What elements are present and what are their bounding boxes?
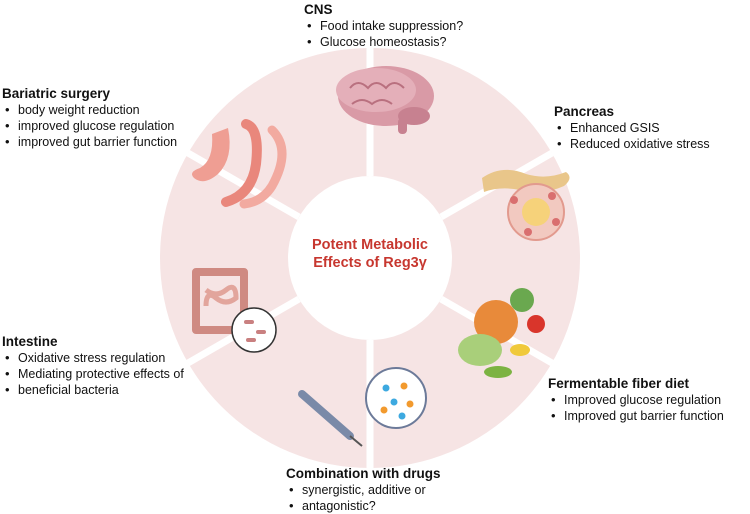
fiber-diet-panel: Fermentable fiber diet Improved glucose …	[548, 376, 724, 424]
brain-icon	[336, 66, 434, 134]
list-item: Improved glucose regulation	[548, 392, 724, 408]
pancreas-islet-icon	[482, 169, 570, 241]
center-title-line1: Potent Metabolic	[311, 237, 428, 253]
cns-list: Food intake suppression? Glucose homeost…	[304, 18, 463, 50]
list-item: antagonistic?	[286, 498, 441, 514]
drugs-panel: Combination with drugs synergistic, addi…	[286, 466, 441, 514]
list-item: improved glucose regulation	[2, 118, 177, 134]
fiber-diet-list: Improved glucose regulation Improved gut…	[548, 392, 724, 424]
center-title-line2: Effects of Reg3γ	[313, 255, 427, 271]
list-item: Reduced oxidative stress	[554, 136, 710, 152]
intestine-panel: Intestine Oxidative stress regulation Me…	[2, 334, 184, 398]
intestine-bacteria-icon	[192, 268, 277, 353]
list-item: beneficial bacteria	[2, 382, 184, 398]
vegetables-icon	[458, 288, 545, 378]
list-item: body weight reduction	[2, 102, 177, 118]
intestine-title: Intestine	[2, 334, 58, 349]
pancreas-list: Enhanced GSIS Reduced oxidative stress	[554, 120, 710, 152]
fiber-diet-title: Fermentable fiber diet	[548, 376, 690, 391]
syringe-icon	[298, 367, 427, 447]
center-title: Potent Metabolic Effects of Reg3γ	[290, 236, 450, 272]
drugs-title: Combination with drugs	[286, 466, 441, 481]
list-item: synergistic, additive or	[286, 482, 441, 498]
drugs-list: synergistic, additive or antagonistic?	[286, 482, 441, 514]
list-item: Food intake suppression?	[304, 18, 463, 34]
bariatric-title: Bariatric surgery	[2, 86, 111, 101]
cns-panel: CNS Food intake suppression? Glucose hom…	[304, 2, 463, 50]
stomach-icon	[192, 119, 287, 209]
list-item: improved gut barrier function	[2, 134, 177, 150]
list-item: Improved gut barrier function	[548, 408, 724, 424]
list-item: Mediating protective effects of	[2, 366, 184, 382]
list-item: Glucose homeostasis?	[304, 34, 463, 50]
pancreas-panel: Pancreas Enhanced GSIS Reduced oxidative…	[554, 104, 710, 152]
list-item: Enhanced GSIS	[554, 120, 710, 136]
cns-title: CNS	[304, 2, 333, 17]
bariatric-panel: Bariatric surgery body weight reduction …	[2, 86, 177, 150]
bariatric-list: body weight reduction improved glucose r…	[2, 102, 177, 150]
center-circle	[288, 176, 452, 340]
list-item: Oxidative stress regulation	[2, 350, 184, 366]
pancreas-title: Pancreas	[554, 104, 615, 119]
intestine-list: Oxidative stress regulation Mediating pr…	[2, 350, 184, 398]
